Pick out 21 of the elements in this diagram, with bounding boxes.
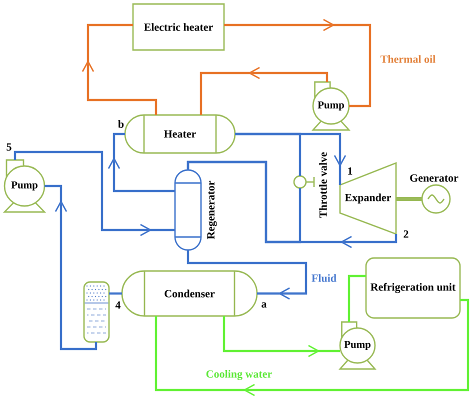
pipe-line <box>235 132 302 176</box>
pipe-line <box>348 274 366 322</box>
stream-label: Fluid <box>312 274 336 282</box>
point-label: 1 <box>348 167 352 175</box>
point-label: b <box>118 120 124 128</box>
heater-box: Electric heater <box>132 3 225 51</box>
shaft-line <box>396 197 422 201</box>
node-label: Throttle valve <box>319 152 327 218</box>
node-label: Generator <box>410 174 458 182</box>
point-label: a <box>262 302 267 308</box>
node-label: Regenerator <box>207 180 217 240</box>
pipe-line <box>109 292 122 295</box>
tank <box>83 281 110 343</box>
unit-box: Refrigeration unit <box>365 257 461 319</box>
point-label: 5 <box>6 143 12 151</box>
stream-label: Thermal oil <box>380 55 436 63</box>
point-label: 4 <box>115 301 121 309</box>
heater-vessel: Heater <box>124 114 236 154</box>
condenser-vessel: Condenser <box>121 270 258 317</box>
stream-label: Cooling water <box>206 370 272 380</box>
point-label: 2 <box>404 230 408 238</box>
